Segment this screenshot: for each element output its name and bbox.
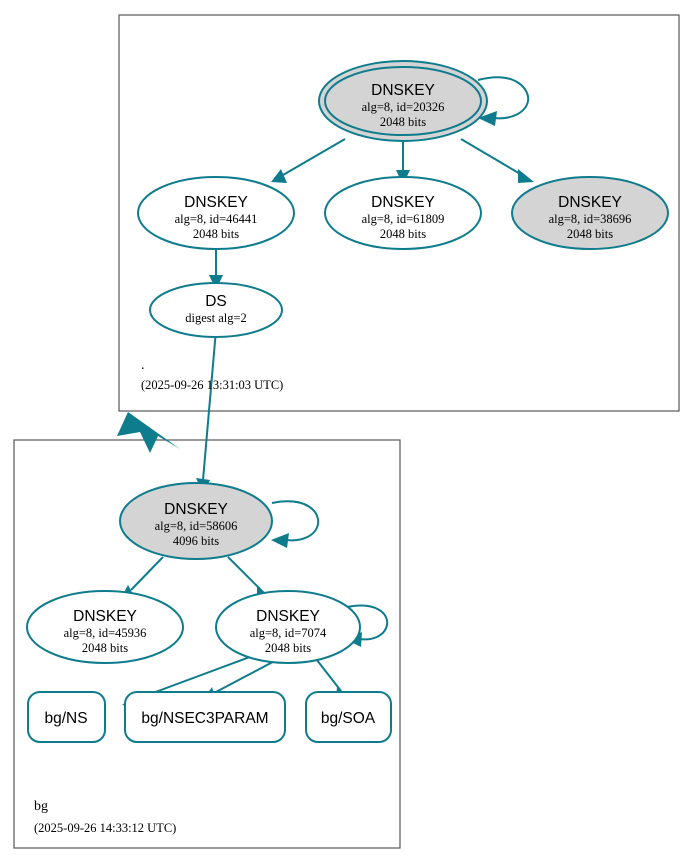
node-root-ds[interactable]: DS digest alg=2 — [149, 282, 283, 338]
edge-bg-ksk-self-sign — [271, 500, 320, 548]
node-root-zsk-38696-alg-id: alg=8, id=38696 — [549, 212, 632, 226]
zone-label-root-timestamp: (2025-09-26 13:31:03 UTC) — [141, 378, 283, 392]
node-root-ds-title: DS — [205, 293, 227, 310]
node-root-zsk-38696-title: DNSKEY — [558, 194, 622, 211]
node-root-zsk-38696[interactable]: DNSKEY alg=8, id=38696 2048 bits — [511, 176, 669, 250]
node-bg-zsk-7074[interactable]: DNSKEY alg=8, id=7074 2048 bits — [215, 590, 361, 664]
rrset-bg-ns-label: bg/NS — [44, 710, 87, 727]
node-bg-ksk-size: 4096 bits — [173, 534, 219, 548]
node-root-ksk-alg-id: alg=8, id=20326 — [362, 100, 445, 114]
edge-root-ksk-self-sign — [477, 76, 530, 126]
edge-root-ksk-to-zsk-38696 — [460, 138, 534, 183]
node-rrset-bg-ns[interactable]: bg/NS — [27, 691, 106, 743]
node-rrset-bg-soa[interactable]: bg/SOA — [305, 691, 392, 743]
node-root-ksk-title: DNSKEY — [371, 82, 435, 99]
node-root-zsk-61809-alg-id: alg=8, id=61809 — [362, 212, 445, 226]
node-bg-zsk-45936-alg-id: alg=8, id=45936 — [64, 626, 147, 640]
node-bg-ksk-alg-id: alg=8, id=58606 — [155, 519, 238, 533]
zone-label-root-name: . — [141, 358, 145, 373]
node-bg-zsk-45936[interactable]: DNSKEY alg=8, id=45936 2048 bits — [26, 590, 184, 664]
node-root-zsk-61809[interactable]: DNSKEY alg=8, id=61809 2048 bits — [324, 176, 482, 250]
node-root-zsk-46441[interactable]: DNSKEY alg=8, id=46441 2048 bits — [137, 176, 295, 250]
node-root-ds-digest-alg: digest alg=2 — [185, 311, 247, 325]
node-bg-zsk-45936-title: DNSKEY — [73, 608, 137, 625]
zone-label-bg-name: bg — [34, 799, 48, 814]
zone-label-bg-timestamp: (2025-09-26 14:33:12 UTC) — [34, 821, 176, 835]
node-root-zsk-61809-size: 2048 bits — [380, 227, 426, 241]
node-bg-ksk-58606[interactable]: DNSKEY alg=8, id=58606 4096 bits — [119, 482, 273, 560]
node-bg-zsk-7074-size: 2048 bits — [265, 641, 311, 655]
zone-box-root — [118, 14, 680, 412]
node-root-ksk-size: 2048 bits — [380, 115, 426, 129]
node-root-zsk-46441-title: DNSKEY — [184, 194, 248, 211]
node-bg-ksk-title: DNSKEY — [164, 501, 228, 518]
edge-root-ksk-to-zsk-46441 — [271, 138, 346, 183]
node-bg-zsk-7074-title: DNSKEY — [256, 608, 320, 625]
node-rrset-bg-nsec3param[interactable]: bg/NSEC3PARAM — [124, 691, 286, 743]
rrset-bg-soa-label: bg/SOA — [321, 710, 376, 727]
node-root-zsk-61809-title: DNSKEY — [371, 194, 435, 211]
node-root-zsk-46441-size: 2048 bits — [193, 227, 239, 241]
node-root-ksk-20326[interactable]: DNSKEY alg=8, id=20326 2048 bits — [318, 60, 488, 142]
edge-root-ds-to-bg-ksk — [196, 329, 217, 494]
edge-delegation-root-to-bg — [117, 412, 180, 453]
node-root-zsk-46441-alg-id: alg=8, id=46441 — [175, 212, 258, 226]
node-bg-zsk-45936-size: 2048 bits — [82, 641, 128, 655]
node-root-zsk-38696-size: 2048 bits — [567, 227, 613, 241]
rrset-bg-nsec3param-label: bg/NSEC3PARAM — [141, 710, 268, 727]
node-bg-zsk-7074-alg-id: alg=8, id=7074 — [250, 626, 327, 640]
